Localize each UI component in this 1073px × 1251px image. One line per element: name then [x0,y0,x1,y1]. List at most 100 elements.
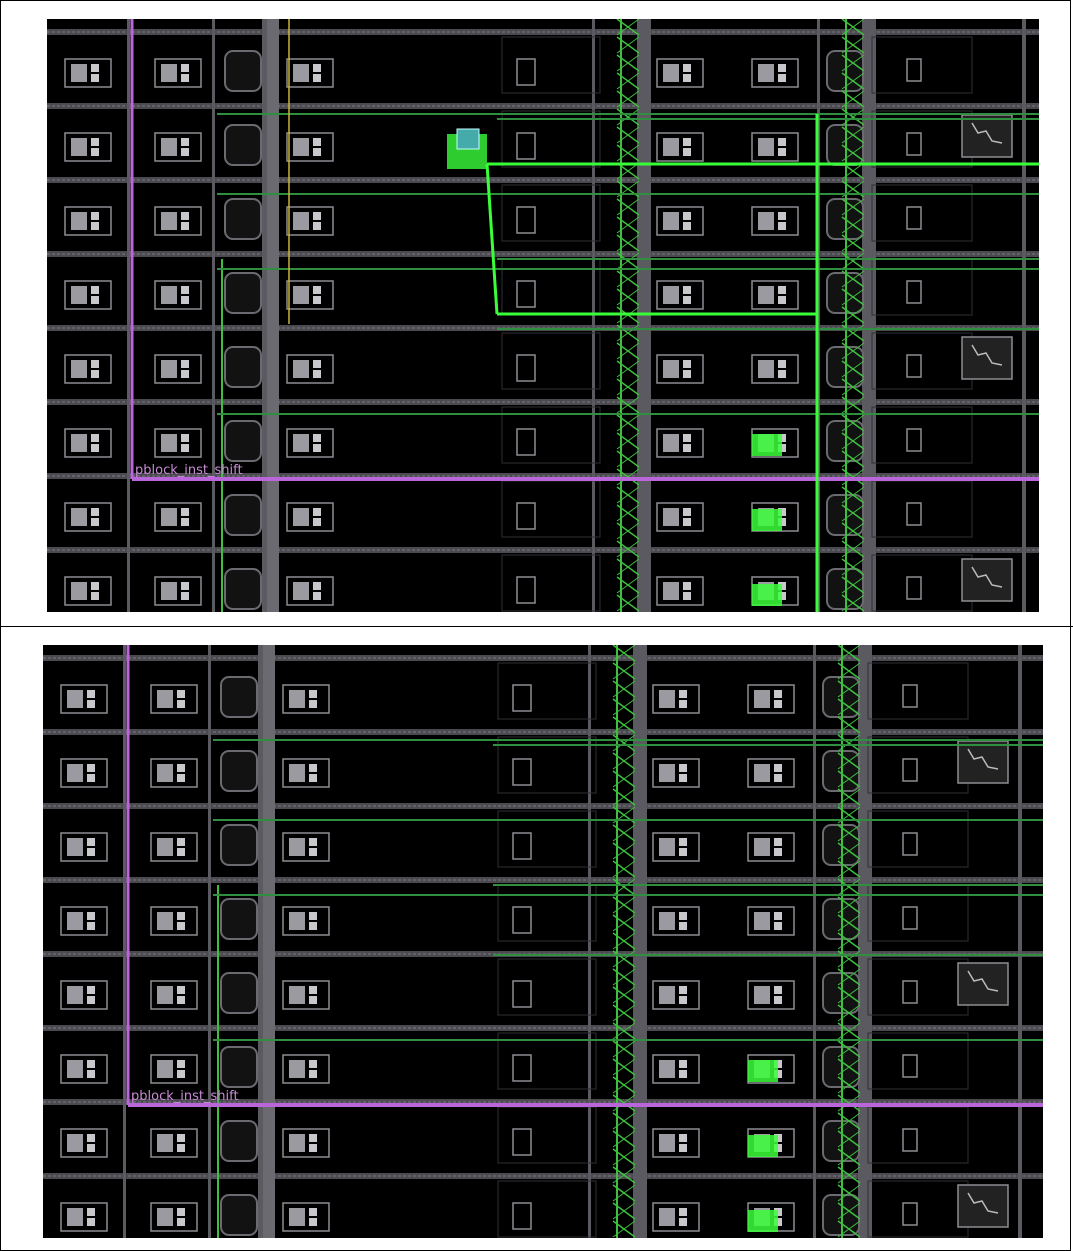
tile-outline [497,810,597,868]
dsp-icon [961,336,1013,380]
slice-icon [751,58,799,88]
slice-icon [652,758,700,788]
switchbox-icon [224,346,262,388]
slice-icon [60,684,108,714]
slice-icon [150,684,198,714]
tile-outline [867,1106,969,1164]
slice-icon [656,576,704,606]
slice-icon [656,206,704,236]
column-interconnect [1022,19,1026,612]
slice-icon [286,354,334,384]
tile-outline [871,554,973,612]
fpga-layout-canvas-bottom[interactable]: pblock_inst_shift [43,645,1043,1238]
bram-icon [906,58,922,82]
bram-icon [512,1202,532,1230]
slice-icon [154,354,202,384]
dsp-icon [971,344,1003,366]
slice-icon [747,684,795,714]
highlighted-slice [752,509,782,531]
slice-icon [154,58,202,88]
tile-outline [497,736,597,794]
bram-icon [516,576,536,604]
slice-icon [652,1054,700,1084]
switchbox-icon [224,50,262,92]
highlighted-slice [748,1060,778,1082]
tile-outline [867,1180,969,1238]
switchbox-icon [220,824,258,866]
slice-icon [150,758,198,788]
bram-icon [512,906,532,934]
slice-icon [656,354,704,384]
bram-icon [516,354,536,382]
bram-icon [516,428,536,456]
bram-icon [906,428,922,452]
switchbox-icon [220,972,258,1014]
slice-icon [150,832,198,862]
bram-icon [512,832,532,860]
device-view-top[interactable]: pblock_inst_shift [47,19,1039,612]
bram-icon [906,280,922,304]
slice-icon [60,980,108,1010]
slice-icon [150,906,198,936]
bram-icon [516,58,536,86]
column-interconnect [633,645,647,1238]
switchbox-column [263,645,275,1238]
switchbox-icon [224,568,262,610]
tile-outline [871,258,973,316]
switchbox-icon [220,1194,258,1236]
slice-icon [150,980,198,1010]
switchbox-icon [224,494,262,536]
panel-divider [0,626,1073,627]
dsp-icon [967,1192,999,1214]
switchbox-icon [220,676,258,718]
tile-outline [867,884,969,942]
tile-outline [501,110,601,168]
pblock-label: pblock_inst_shift [135,463,243,478]
tile-outline [497,1032,597,1090]
tile-outline [497,662,597,720]
slice-icon [656,428,704,458]
slice-icon [154,206,202,236]
tile-outline [867,662,969,720]
slice-icon [652,832,700,862]
slice-icon [751,132,799,162]
tile-outline [871,36,973,94]
slice-icon [656,132,704,162]
slice-icon [286,58,334,88]
dsp-icon [961,558,1013,602]
dsp-icon [971,566,1003,588]
tile-outline [871,332,973,390]
bram-icon [906,206,922,230]
slice-icon [282,1202,330,1232]
switchbox-icon [220,1046,258,1088]
device-view-bottom[interactable]: pblock_inst_shift [43,645,1043,1238]
slice-icon [154,502,202,532]
slice-icon [652,1202,700,1232]
slice-icon [286,206,334,236]
dsp-icon [957,962,1009,1006]
bram-icon [902,1054,918,1078]
bram-icon [906,132,922,156]
bram-icon [906,354,922,378]
fpga-layout-canvas-top[interactable]: pblock_inst_shift [47,19,1039,612]
bram-icon [512,1054,532,1082]
dsp-icon [971,122,1003,144]
dsp-icon [967,748,999,770]
slice-icon [60,832,108,862]
column-interconnect [127,19,130,612]
bram-icon [512,758,532,786]
slice-icon [60,1054,108,1084]
switchbox-icon [224,272,262,314]
slice-icon [286,428,334,458]
slice-icon [747,980,795,1010]
routed-net [485,163,499,315]
slice-icon [60,1128,108,1158]
slice-icon [154,576,202,606]
switchbox-icon [220,898,258,940]
highlighted-slice [748,1135,778,1157]
column-interconnect [813,645,816,1238]
slice-icon [282,758,330,788]
bram-icon [512,1128,532,1156]
slice-icon [652,684,700,714]
tile-outline [871,406,973,464]
